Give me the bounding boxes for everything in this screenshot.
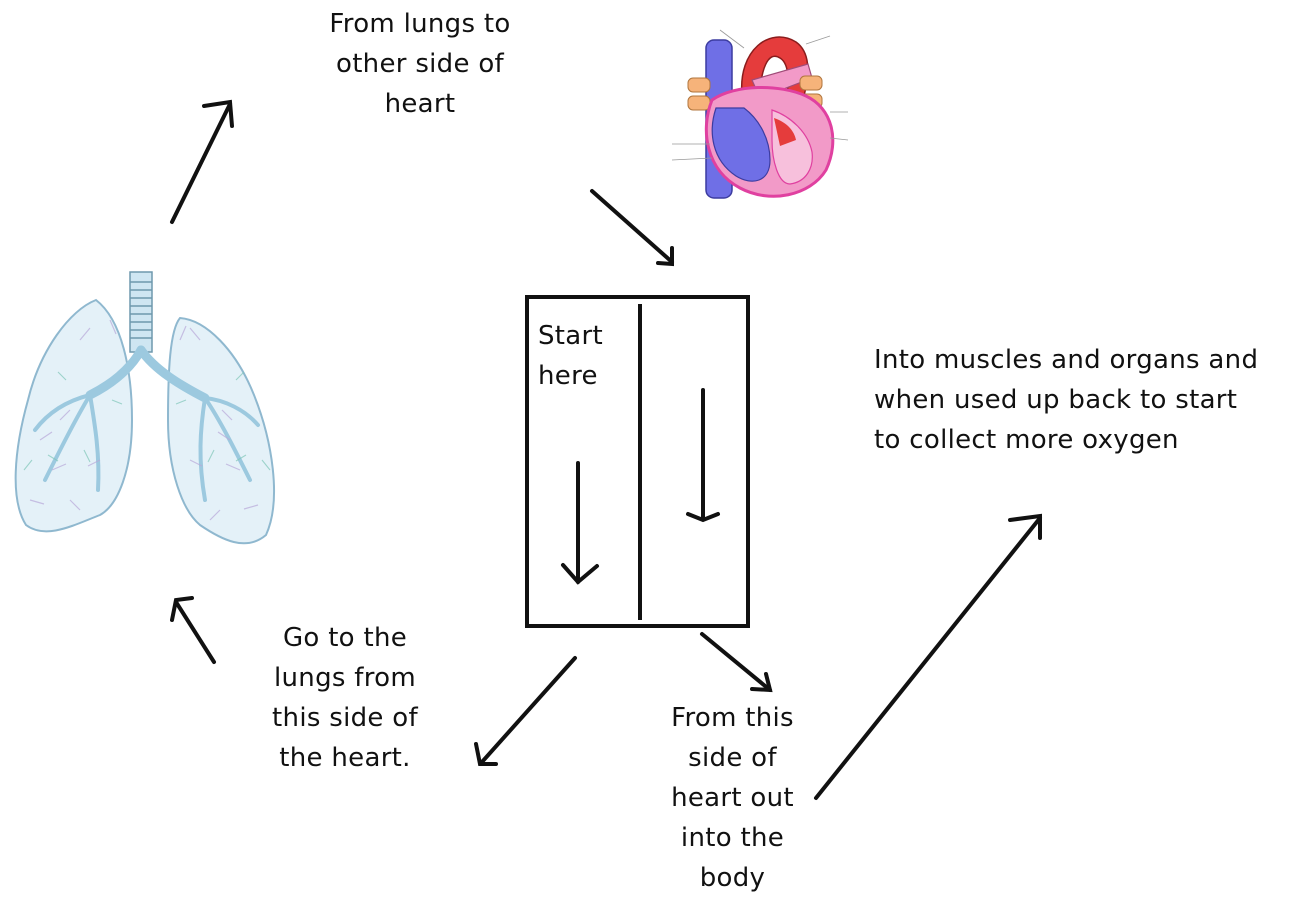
arrow-heart-to-box [592,191,672,264]
heart-icon [672,30,848,198]
arrow-body-to-muscles [816,516,1040,798]
heart-box [527,297,748,626]
arrow-left-chamber-down [563,463,597,582]
arrow-lungs-up [172,102,232,222]
arrow-box-to-body-label [702,634,770,690]
arrow-to-lungs [172,598,214,662]
arrow-right-chamber-down [688,390,718,520]
arrow-box-to-lungs-label [476,658,575,764]
lungs-icon [16,272,274,543]
